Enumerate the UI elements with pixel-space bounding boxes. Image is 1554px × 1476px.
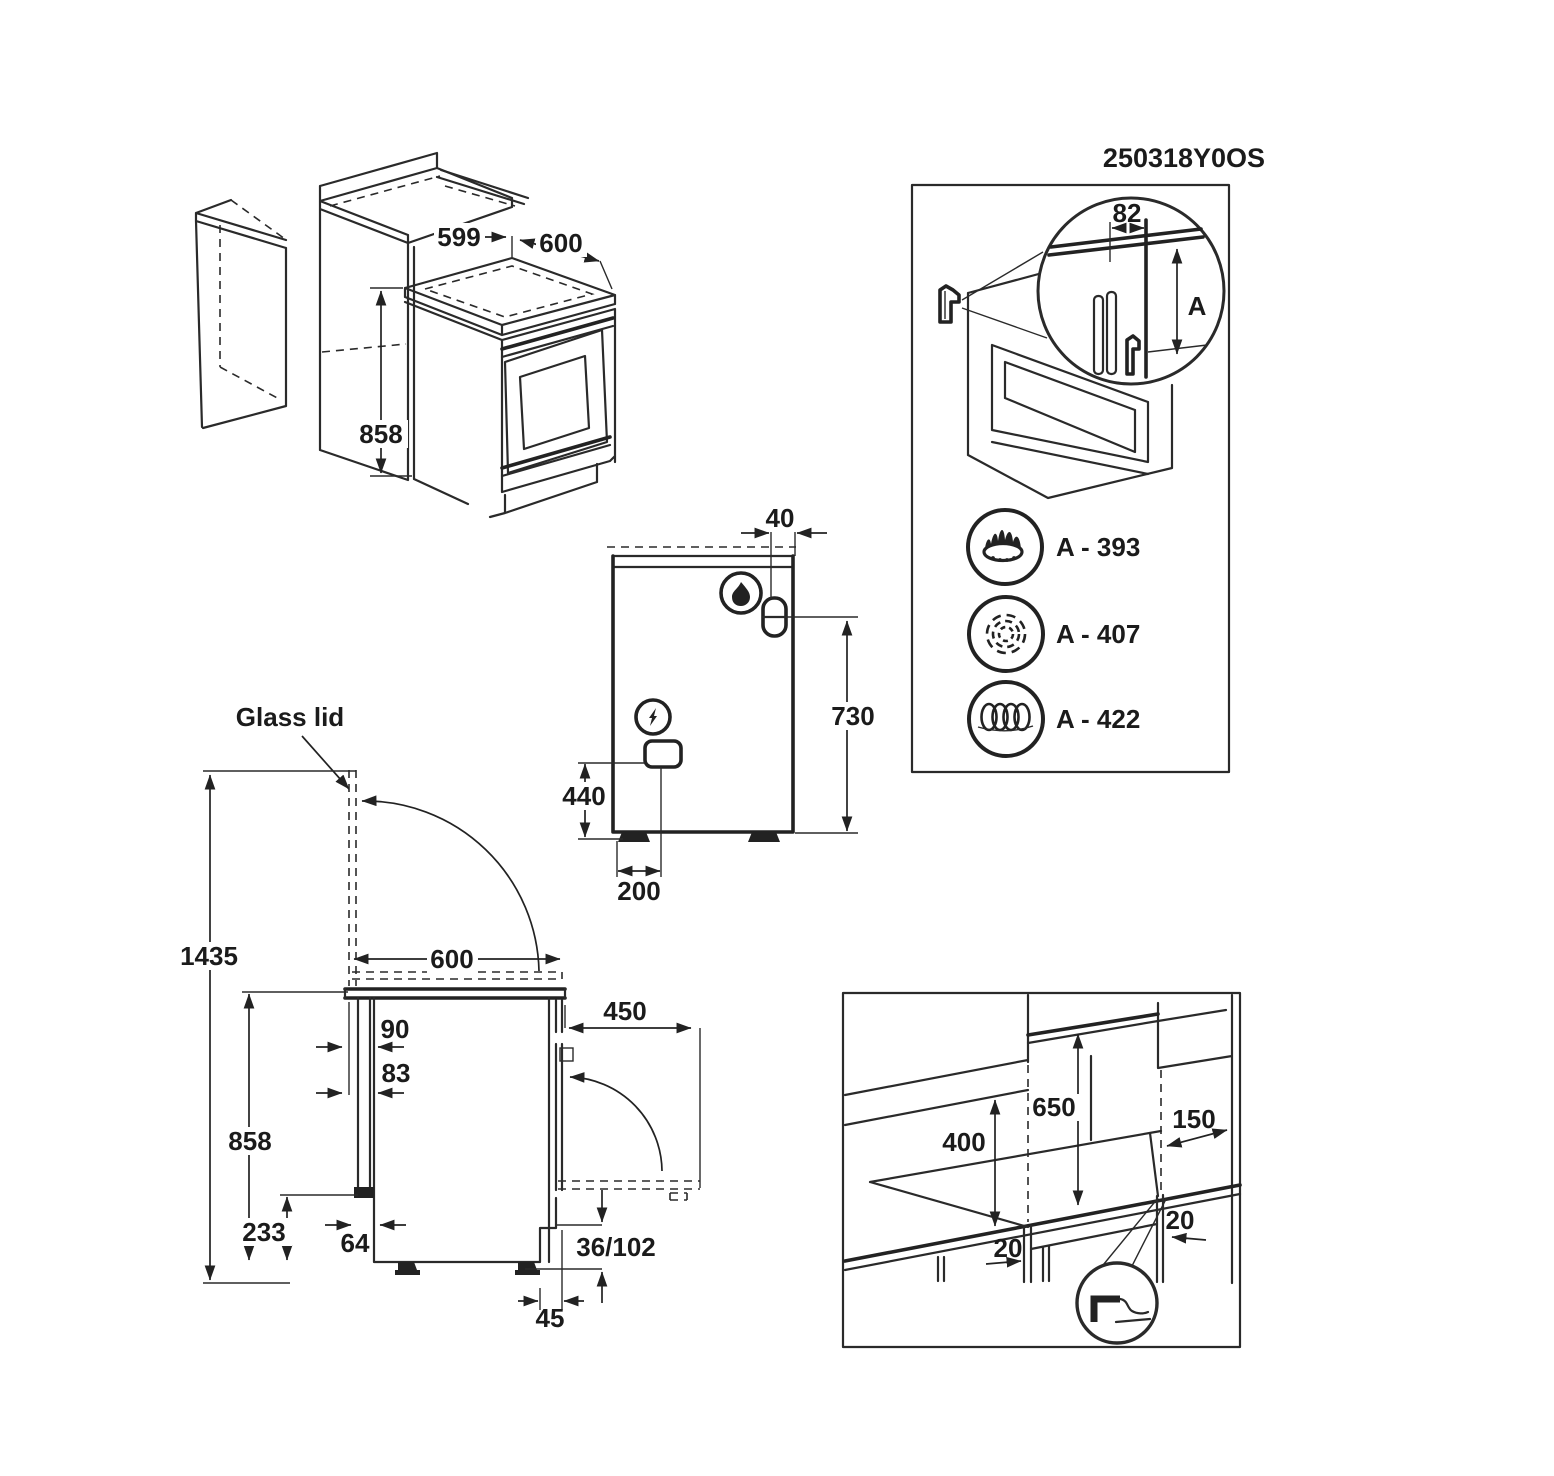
- variant-fan: A - 407: [967, 595, 1140, 673]
- dim-rear-channel-width: 64: [341, 1228, 370, 1258]
- left-cabinet-drawing: [194, 198, 288, 430]
- doc-code: 250318Y0OS: [1103, 143, 1265, 173]
- dim-top-rear-gap: 90: [381, 1014, 410, 1044]
- variant-gas: A - 393: [966, 508, 1140, 586]
- electric-connection-icon: [634, 698, 672, 736]
- edge-profile-magnifier: [1075, 1261, 1159, 1345]
- dim-cooker-width: 600: [539, 228, 582, 258]
- dim-shelf-clearance: 400: [942, 1127, 985, 1157]
- fan-icon: [967, 595, 1045, 673]
- iso-dimensions: 599 600 858: [355, 222, 613, 477]
- iso-view: 599 600 858: [194, 151, 617, 519]
- height-label-A: A: [1188, 291, 1207, 321]
- bracket-icon-detail: [1125, 334, 1141, 376]
- door-swing-arc: [569, 1072, 663, 1172]
- lid-swing-arc: [361, 795, 540, 972]
- hotspot-panel: 250318Y0OS 82 A: [910, 143, 1265, 774]
- dim-gas-side-offset: 40: [766, 503, 795, 533]
- dim-gap-right: 20: [1166, 1205, 1195, 1235]
- dim-terminal-height: 440: [562, 781, 605, 811]
- door-latch: [559, 1047, 574, 1062]
- dim-side-wall-clearance: 150: [1172, 1104, 1215, 1134]
- glass-lid-label: Glass lid: [236, 702, 344, 732]
- variant-fan-label: A - 407: [1056, 619, 1140, 649]
- bracket-detail-circle: 82 A: [1036, 196, 1226, 386]
- dim-terminal-side-offset: 200: [617, 876, 660, 906]
- cooker-detail-drawing: [938, 251, 1174, 500]
- terminal-box: [643, 739, 683, 769]
- dim-bracket-offset: 82: [1113, 198, 1142, 228]
- clearance-panel: 650 400 150 20 20: [841, 991, 1242, 1349]
- gas-connection-icon: [719, 571, 763, 615]
- side-view: Glass lid 1435 600 450 90 83 858: [176, 702, 701, 1333]
- variant-gas-label: A - 393: [1056, 532, 1140, 562]
- dim-gas-height: 730: [831, 701, 874, 731]
- cooker-feet: [618, 832, 780, 842]
- glass-lid-open-dashed: [348, 770, 357, 986]
- dim-foot-inset: 45: [536, 1303, 565, 1333]
- dim-plinth-adjust: 36/102: [576, 1232, 656, 1262]
- dim-height-lid-open: 1435: [180, 941, 238, 971]
- edge-profile-glyph: [1090, 1295, 1120, 1322]
- glass-lid-leader: [301, 735, 350, 790]
- dim-hood-clearance: 650: [1032, 1092, 1075, 1122]
- variant-coil: A - 422: [967, 680, 1140, 758]
- dim-worktop-height: 858: [228, 1126, 271, 1156]
- coil-icon: [967, 680, 1045, 758]
- panel-border: [841, 991, 1242, 1349]
- cooker-iso-drawing: [403, 256, 617, 519]
- variant-coil-label: A - 422: [1056, 704, 1140, 734]
- panel-border: [910, 183, 1231, 774]
- dim-depth: 600: [430, 944, 473, 974]
- dim-niche-width: 599: [437, 222, 480, 252]
- dim-gap-left: 20: [994, 1233, 1023, 1263]
- dim-gas-inlet-height: 233: [242, 1217, 285, 1247]
- right-cabinet-drawing: [318, 151, 530, 506]
- rear-view: 40 730 440 200: [558, 503, 879, 906]
- dim-cooker-height: 858: [359, 419, 402, 449]
- bracket-icon: [938, 284, 961, 324]
- dim-door-open-depth: 450: [603, 996, 646, 1026]
- door-open-dashed: [558, 1180, 700, 1201]
- dim-mid-rear-gap: 83: [382, 1058, 411, 1088]
- cooker-feet-side: [395, 1262, 540, 1275]
